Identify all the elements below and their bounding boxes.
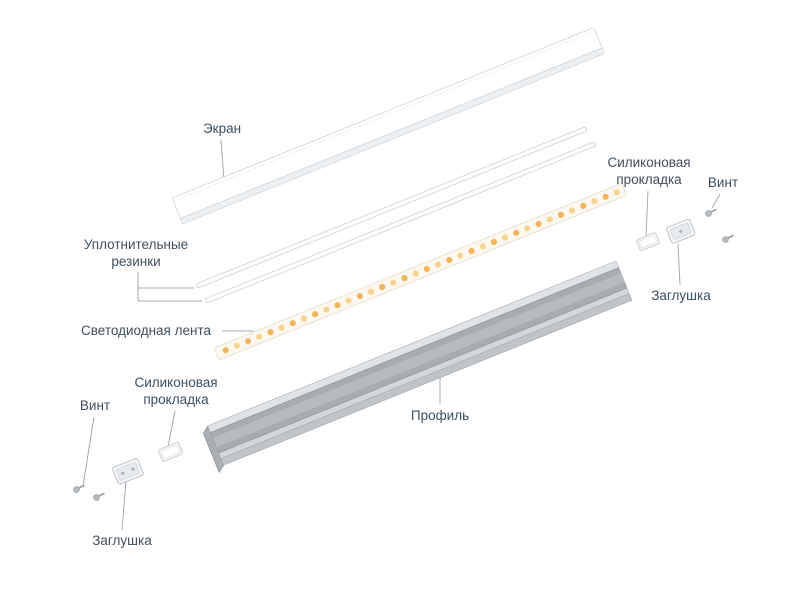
- sealing-rubber-2: [205, 141, 596, 304]
- label-profile: Профиль: [410, 408, 470, 423]
- leader-screw-bottom-left: [82, 416, 95, 487]
- silicone-gasket-left: [158, 441, 184, 462]
- leader-gasket-top-right: [645, 190, 649, 238]
- label-led-strip: Светодиодная лента: [81, 323, 211, 338]
- end-cap-left: [112, 458, 144, 485]
- label-gasket-top-right-line1: Силиконовая: [607, 155, 691, 170]
- screw-top-right-2: [721, 234, 735, 244]
- screw-bottom-left-1: [72, 484, 86, 494]
- leader-gasket-bottom-left: [167, 410, 176, 448]
- led-strip: [214, 183, 627, 361]
- sealing-rubber-1: [196, 126, 587, 289]
- end-cap-right: [666, 218, 696, 244]
- label-sealing-rubbers-line1: Уплотнительные: [83, 237, 189, 252]
- label-end-cap-bottom: Заглушка: [92, 533, 152, 548]
- leader-end-cap-right: [677, 243, 681, 286]
- label-gasket-bottom-left: Силиконовая прокладка: [134, 374, 217, 408]
- label-screw-top-right: Винт: [707, 175, 739, 190]
- label-sealing-rubbers-line2: резинки: [111, 254, 161, 269]
- label-screw-bottom-left: Винт: [79, 398, 111, 413]
- label-gasket-bottom-left-line1: Силиконовая: [134, 375, 218, 390]
- leader-lines: [82, 139, 721, 531]
- diffuser-screen: [172, 27, 605, 225]
- screw-top-right-1: [704, 208, 718, 218]
- leader-screw-top-right: [711, 193, 721, 209]
- label-gasket-top-right: Силиконовая прокладка: [607, 154, 690, 188]
- label-screen: Экран: [202, 121, 242, 136]
- label-gasket-bottom-left-line2: прокладка: [143, 392, 209, 407]
- leader-end-cap-bottom: [121, 480, 127, 531]
- silicone-gasket-right: [636, 232, 660, 251]
- aluminum-profile: [202, 260, 633, 474]
- label-sealing-rubbers: Уплотнительные резинки: [84, 236, 188, 270]
- label-end-cap-right: Заглушка: [651, 288, 711, 303]
- label-gasket-top-right-line2: прокладка: [616, 172, 682, 187]
- leader-sealing-rubbers: [137, 272, 202, 302]
- screw-bottom-left-2: [92, 492, 106, 502]
